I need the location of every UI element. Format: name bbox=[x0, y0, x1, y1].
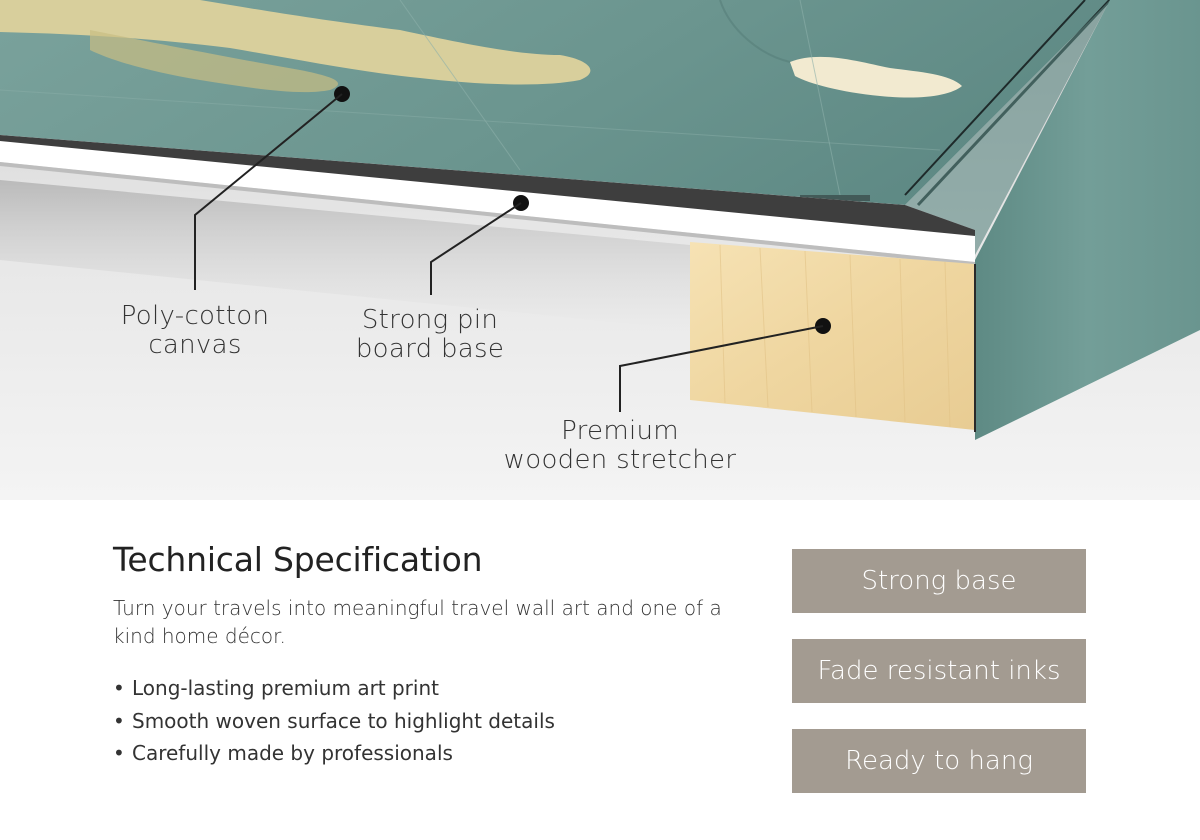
wood-grain bbox=[719, 244, 951, 428]
feature-text: Smooth woven surface to highlight detail… bbox=[132, 708, 555, 733]
map-landmass-antarctic-peninsula bbox=[790, 56, 962, 98]
badge-strong-base: Strong base bbox=[792, 549, 1086, 613]
callout-label-line: Poly-cotton bbox=[120, 301, 270, 331]
map-landmass-shading bbox=[90, 30, 339, 93]
wooden-stretcher bbox=[690, 242, 975, 430]
map-ridge-line bbox=[719, 0, 791, 63]
section-intro-text: Turn your travels into meaningful travel… bbox=[113, 596, 722, 648]
feature-text: Long-lasting premium art print bbox=[132, 676, 439, 700]
feature-text: Carefully made by professionals bbox=[132, 741, 453, 765]
bullet-icon: • bbox=[113, 741, 125, 765]
callout-label-line: board base bbox=[355, 334, 505, 364]
map-landmass-south-america bbox=[0, 0, 591, 85]
list-item: • Carefully made by professionals bbox=[113, 737, 555, 770]
canvas-side-face bbox=[975, 0, 1200, 440]
section-title: Technical Specification bbox=[113, 540, 483, 579]
pin-board-bottom-edge bbox=[0, 162, 975, 266]
callout-label-line: wooden stretcher bbox=[503, 445, 737, 475]
callout-line-stretcher bbox=[619, 325, 824, 412]
callout-label-pinboard: Strong pin board base bbox=[330, 306, 530, 364]
badge-fade-resistant-inks: Fade resistant inks bbox=[792, 639, 1086, 703]
callout-label-stretcher: Premium wooden stretcher bbox=[470, 417, 770, 475]
canvas-cross-section-drawing bbox=[0, 0, 1200, 500]
board-shadow bbox=[0, 180, 690, 330]
map-grid-line bbox=[0, 89, 941, 151]
callout-label-line: Strong pin bbox=[361, 305, 499, 335]
canvas-corner-fold bbox=[905, 0, 1110, 260]
bullet-icon: • bbox=[113, 708, 125, 733]
callout-line-pinboard bbox=[430, 202, 522, 295]
product-cross-section-illustration: Poly-cotton canvas Strong pin board base… bbox=[0, 0, 1200, 500]
pin-board-strip bbox=[0, 135, 975, 262]
list-item: • Long-lasting premium art print bbox=[113, 672, 555, 705]
callout-label-line: Premium bbox=[561, 416, 679, 446]
callout-line-canvas bbox=[194, 93, 343, 290]
callout-label-line: canvas bbox=[148, 330, 242, 360]
technical-specification-section: Technical Specification Turn your travel… bbox=[0, 500, 1200, 840]
pin-board-top-edge bbox=[0, 135, 975, 236]
badge-ready-to-hang: Ready to hang bbox=[792, 729, 1086, 793]
map-grid-line bbox=[399, 0, 521, 171]
map-legend-strip bbox=[800, 195, 870, 201]
map-grid-line bbox=[799, 0, 841, 196]
bullet-icon: • bbox=[113, 676, 125, 700]
list-item: • Smooth woven surface to highlight detai… bbox=[113, 705, 555, 738]
callout-label-canvas: Poly-cotton canvas bbox=[95, 302, 295, 360]
map-border-line bbox=[904, 0, 1086, 196]
feature-list: • Long-lasting premium art print • Smooth … bbox=[113, 672, 555, 770]
